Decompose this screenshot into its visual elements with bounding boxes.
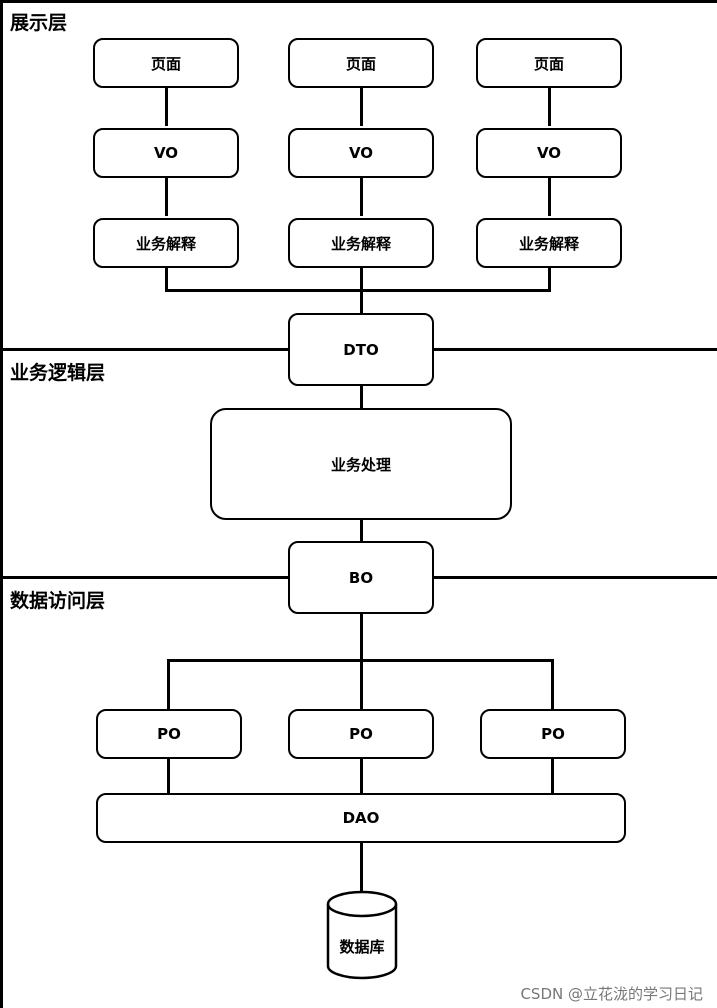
database-icon xyxy=(326,890,398,980)
interpreter-box-1: 业务解释 xyxy=(93,218,239,268)
connector-dto-process xyxy=(360,386,363,410)
connector-vo3-interp3 xyxy=(548,176,551,216)
connector-interp-bus xyxy=(165,289,551,292)
page-box-3: 页面 xyxy=(476,38,622,88)
connector-page1-vo1 xyxy=(165,86,168,126)
connector-process-bo xyxy=(360,518,363,542)
interpreter-box-2: 业务解释 xyxy=(288,218,434,268)
layer-label-business: 业务逻辑层 xyxy=(10,362,106,384)
page-box-2: 页面 xyxy=(288,38,434,88)
connector-page2-vo2 xyxy=(360,86,363,126)
watermark: CSDN @立花泷的学习日记 xyxy=(520,985,703,1003)
connector-dao-database xyxy=(360,842,363,892)
connector-interp3-down xyxy=(548,266,551,292)
connector-interp1-down xyxy=(165,266,168,292)
dao-box: DAO xyxy=(96,793,626,843)
connector-bus-po3 xyxy=(551,659,554,710)
business-process-box: 业务处理 xyxy=(210,408,512,520)
connector-bus-po1 xyxy=(167,659,170,710)
database-label: 数据库 xyxy=(339,938,385,956)
layer-label-presentation: 展示层 xyxy=(10,12,68,34)
connector-po-bus xyxy=(167,659,554,662)
vo-box-3: VO xyxy=(476,128,622,178)
interpreter-box-3: 业务解释 xyxy=(476,218,622,268)
connector-po3-dao xyxy=(551,758,554,794)
dto-box: DTO xyxy=(288,313,434,386)
connector-po1-dao xyxy=(167,758,170,794)
page-box-1: 页面 xyxy=(93,38,239,88)
database-cylinder: 数据库 xyxy=(326,890,398,982)
vo-box-1: VO xyxy=(93,128,239,178)
po-box-1: PO xyxy=(96,709,242,759)
bo-box: BO xyxy=(288,541,434,614)
po-box-3: PO xyxy=(480,709,626,759)
connector-vo2-interp2 xyxy=(360,176,363,216)
layer-label-data-access: 数据访问层 xyxy=(10,590,106,612)
connector-page3-vo3 xyxy=(548,86,551,126)
connector-vo1-interp1 xyxy=(165,176,168,216)
vo-box-2: VO xyxy=(288,128,434,178)
po-box-2: PO xyxy=(288,709,434,759)
connector-po2-dao xyxy=(360,758,363,794)
